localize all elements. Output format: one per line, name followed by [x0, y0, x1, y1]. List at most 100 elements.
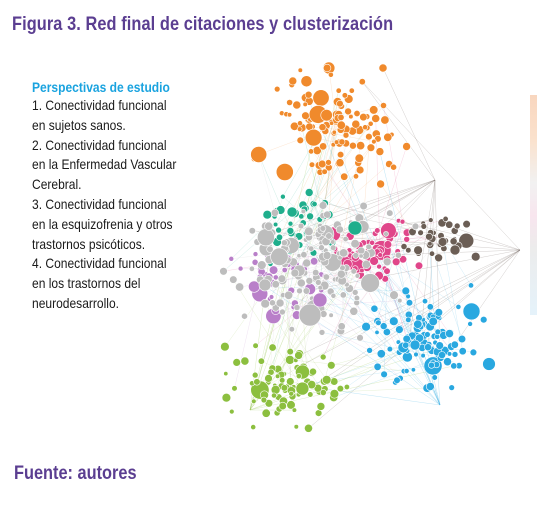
network-node [237, 265, 244, 272]
network-node [251, 398, 257, 404]
network-node [314, 279, 322, 286]
network-node [428, 361, 435, 369]
network-node [305, 276, 314, 285]
network-node [311, 201, 318, 208]
network-node [241, 312, 248, 320]
network-node [370, 304, 379, 313]
network-node [401, 286, 410, 296]
network-node [297, 120, 303, 127]
network-node [369, 239, 375, 246]
network-node [250, 146, 268, 163]
network-node [262, 210, 272, 220]
network-node [342, 236, 349, 243]
network-node [297, 222, 305, 230]
network-node [257, 357, 265, 365]
network-edge [259, 279, 342, 332]
network-node [343, 383, 350, 390]
network-node [420, 353, 426, 359]
network-node [300, 75, 313, 88]
network-node [394, 251, 402, 259]
network-node [434, 328, 441, 336]
network-node [314, 409, 323, 417]
network-node [258, 278, 272, 292]
network-node [231, 385, 238, 392]
network-edge [454, 249, 521, 345]
network-node [469, 348, 478, 357]
network-node [281, 266, 288, 273]
network-node [348, 87, 355, 94]
network-node [318, 329, 326, 336]
network-node [359, 267, 365, 274]
network-node [446, 351, 453, 357]
network-node [390, 163, 397, 171]
network-edge [266, 286, 406, 292]
network-node [291, 407, 298, 413]
network-node [328, 312, 334, 318]
network-node [240, 356, 250, 366]
network-node [359, 112, 368, 122]
network-node [286, 348, 294, 356]
network-node [389, 290, 399, 300]
network-edge [272, 257, 341, 348]
network-node [382, 327, 391, 336]
network-node [235, 282, 245, 292]
network-node [341, 92, 349, 99]
network-node [306, 212, 314, 221]
network-node [383, 132, 393, 142]
network-node [371, 138, 377, 145]
network-node [425, 232, 433, 241]
figure-title: Figura 3. Red final de citaciones y clus… [12, 14, 394, 35]
network-node [445, 329, 454, 338]
network-node [302, 287, 311, 295]
network-node [428, 250, 435, 257]
network-node [279, 308, 286, 316]
network-node [248, 265, 255, 272]
network-node [400, 243, 408, 250]
network-node [278, 401, 287, 411]
network-node [275, 163, 294, 181]
network-node [379, 322, 388, 330]
network-node [286, 206, 298, 218]
network-node [229, 275, 238, 284]
network-node [297, 126, 303, 132]
network-node [271, 280, 280, 289]
network-node [354, 273, 361, 279]
network-node [424, 343, 432, 352]
network-edge [269, 298, 370, 351]
network-node [414, 261, 424, 270]
network-node [367, 120, 374, 127]
network-node [296, 278, 306, 288]
network-node [377, 252, 384, 258]
network-node [369, 256, 379, 266]
network-node [374, 227, 381, 234]
network-node [286, 377, 295, 386]
network-node [275, 226, 282, 234]
network-node [386, 209, 394, 217]
network-node [435, 341, 444, 350]
network-node [462, 220, 471, 229]
legend-line: en la Enfermedad Vascular [32, 156, 177, 173]
network-edge [383, 271, 388, 375]
network-node [280, 384, 289, 392]
network-node [458, 232, 475, 249]
network-edge [308, 140, 380, 253]
network-node [318, 244, 325, 251]
network-node [438, 351, 446, 359]
network-node [403, 236, 411, 243]
network-node [270, 384, 281, 395]
figure-source: Fuente: autores [14, 463, 137, 484]
network-node [349, 141, 357, 150]
network-node [450, 362, 458, 370]
network-node [301, 111, 310, 120]
network-node [434, 253, 443, 263]
network-node [413, 351, 419, 358]
network-node [252, 342, 259, 349]
network-edge [380, 183, 413, 233]
network-node [269, 299, 276, 307]
network-node [434, 308, 443, 317]
network-node [402, 142, 411, 151]
network-node [270, 247, 289, 266]
network-node [442, 215, 449, 222]
network-node [403, 368, 410, 374]
network-node [288, 390, 295, 397]
